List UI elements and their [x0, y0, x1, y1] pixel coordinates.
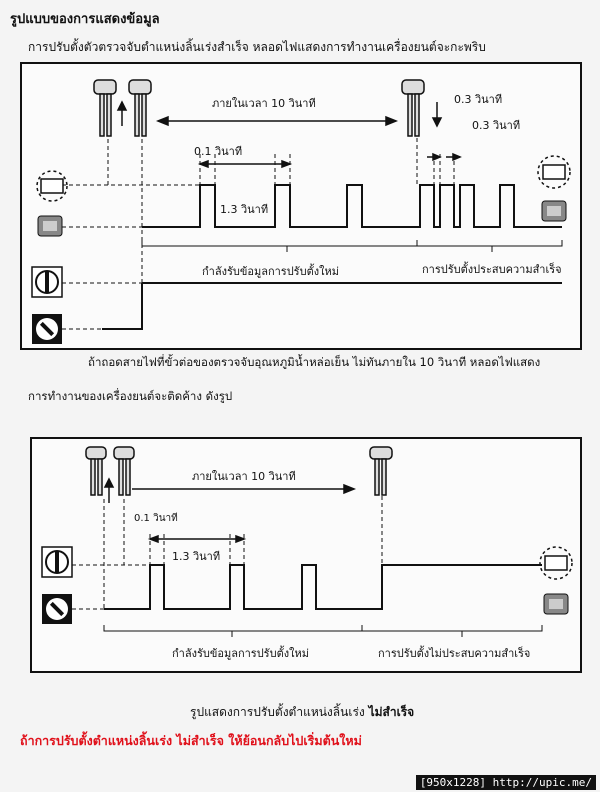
- ignition-on-icon: [41, 546, 73, 578]
- fast-b-label: 0.3 วินาที: [472, 119, 521, 132]
- figure-caption-text: รูปแสดงการปรับตั้งตำแหน่งลิ้นเร่ง: [190, 705, 365, 719]
- throttle-sensor-icon: [93, 79, 425, 137]
- timing-diagram-fail: ภายในเวลา 10 วินาที 0.1 วินาที 1.3 วินาท…: [30, 437, 582, 673]
- check-engine-lamp-icon: [36, 155, 571, 237]
- within-10s-label: ภายในเวลา 10 วินาที: [212, 97, 316, 110]
- warning-text: ถ้าการปรับตั้งตำแหน่งลิ้นเร่ง ไม่สำเร็จ …: [20, 733, 362, 748]
- pulse-short-label: 0.1 วินาที: [194, 145, 243, 158]
- figure-caption: รูปแสดงการปรับตั้งตำแหน่งลิ้นเร่ง ไม่สำเ…: [190, 703, 414, 722]
- ignition-off-icon: [32, 314, 62, 344]
- lamp-waveform: [142, 184, 562, 228]
- fail-pulse-short-label: 0.1 วินาที: [134, 513, 178, 524]
- success-bracket: [417, 240, 563, 252]
- fail-pulse-long-label: 1.3 วินาที: [172, 550, 221, 563]
- page-title: รูปแบบของการแสดงข้อมูล: [10, 12, 160, 27]
- watermark: [950x1228] http://upic.me/: [415, 775, 596, 790]
- ignition-off-icon: [42, 594, 72, 624]
- ignition-off-line: [102, 283, 143, 330]
- fail-receiving-bracket: [103, 625, 363, 637]
- success-label: การปรับตั้งประสบความสำเร็จ: [422, 263, 562, 276]
- fast-a-label: 0.3 วินาที: [454, 93, 503, 106]
- timing-diagram-success: ภายในเวลา 10 วินาที 0.1 วินาที 1.3 วินาท…: [20, 62, 582, 350]
- figure-caption-bold: ไม่สำเร็จ: [368, 705, 415, 719]
- fail-receiving-label: กำลังรับข้อมูลการปรับตั้งใหม่: [172, 647, 309, 660]
- pulse-long-label: 1.3 วินาที: [220, 203, 269, 216]
- fail-label: การปรับตั้งไม่ประสบความสำเร็จ: [378, 647, 531, 660]
- middle-line-2: การทำงานของเครื่องยนต์จะติดค้าง ดังรูป: [28, 389, 233, 403]
- middle-line-1: ถ้าถอดสายไฟที่ขั้วต่อของตรวจจับอุณหภูมิน…: [88, 355, 541, 369]
- ignition-on-icon: [31, 266, 63, 298]
- fail-within-10s-label: ภายในเวลา 10 วินาที: [192, 470, 296, 483]
- receiving-label: กำลังรับข้อมูลการปรับตั้งใหม่: [202, 265, 339, 278]
- intro-text: การปรับตั้งตัวตรวจจับตำแหน่งลิ้นเร่งสำเร…: [28, 40, 486, 54]
- fail-lamp-waveform: [104, 564, 542, 610]
- throttle-sensor-icon: [85, 446, 393, 496]
- fail-bracket: [362, 625, 543, 637]
- check-engine-lamp-icon: [539, 546, 573, 615]
- receiving-bracket: [141, 240, 418, 252]
